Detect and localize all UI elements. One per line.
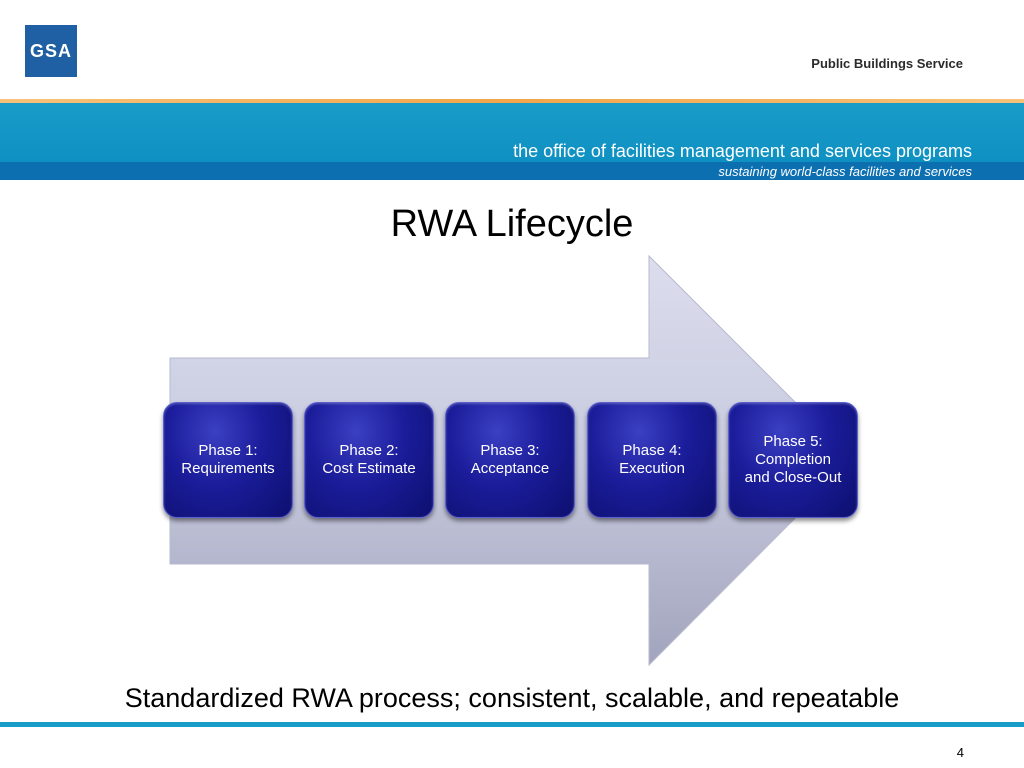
footer-statement: Standardized RWA process; consistent, sc… [124, 683, 900, 713]
header-teal-band [0, 103, 1024, 162]
phase-5-line-2: Completion [755, 451, 831, 468]
phase-2-box: Phase 2: Cost Estimate [304, 402, 434, 518]
phase-5-box: Phase 5: Completion and Close-Out [728, 402, 858, 518]
page-number: 4 [956, 745, 964, 760]
footer-rule [0, 722, 1024, 727]
phase-2-line-1: Phase 2: [339, 442, 399, 459]
phase-5-line-3: and Close-Out [744, 469, 842, 486]
phase-4-box: Phase 4: Execution [587, 402, 717, 518]
header-orange-stripe [0, 99, 1024, 103]
phase-3-line-1: Phase 3: [480, 442, 540, 459]
service-name: Public Buildings Service [811, 56, 963, 71]
band-title: the office of facilities management and … [513, 141, 972, 161]
slide-title: RWA Lifecycle [390, 203, 634, 245]
phase-2-line-2: Cost Estimate [322, 460, 416, 477]
phase-3-box: Phase 3: Acceptance [445, 402, 575, 518]
phase-1-box: Phase 1: Requirements [163, 402, 293, 518]
gsa-logo-text: GSA [29, 40, 72, 61]
phase-5-line-1: Phase 5: [763, 433, 823, 450]
phase-1-line-1: Phase 1: [198, 442, 258, 459]
header-blue-band [0, 162, 1024, 180]
gsa-logo: GSA [25, 25, 77, 77]
phase-3-line-2: Acceptance [470, 460, 550, 477]
phase-1-line-2: Requirements [181, 460, 275, 477]
phase-4-line-2: Execution [619, 460, 685, 477]
phase-4-line-1: Phase 4: [622, 442, 682, 459]
band-subtitle: sustaining world-class facilities and se… [718, 164, 972, 179]
